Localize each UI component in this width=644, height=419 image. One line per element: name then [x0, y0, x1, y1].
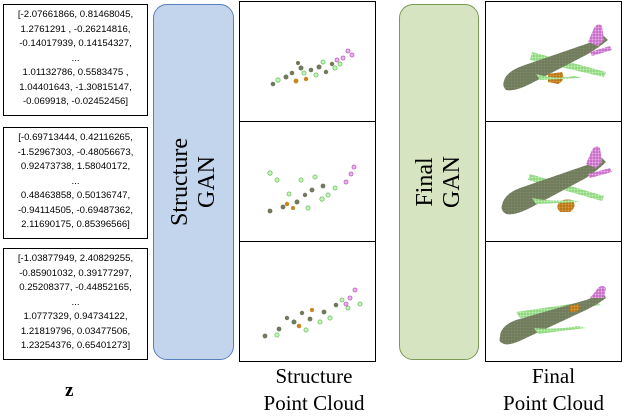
vector-line: -0.14017939, 0.14154327,	[19, 38, 132, 49]
vector-line: -0.94114505, -0.69487362,	[17, 204, 134, 216]
structure-point-cloud-panel	[240, 2, 375, 122]
vector-line: 0.25208377, -0.44852165,	[19, 282, 132, 293]
vector-line: 1.0777329, 0.94734122,	[23, 311, 128, 322]
structure-point-cloud-column	[239, 1, 376, 362]
structure-point-cloud-plot	[267, 164, 357, 214]
vector-line: 1.23254376, 0.65401273]	[20, 340, 131, 351]
caption-line: Final	[531, 364, 576, 388]
structure-gan-label: Structure GAN	[167, 138, 221, 226]
caption-line: Structure	[275, 364, 353, 388]
structure-point-cloud-caption: Structure Point Cloud	[239, 363, 389, 417]
latent-vector-box-1: [-2.07661866, 0.81468045, 1.2761291 , -0…	[3, 4, 148, 116]
vector-line: 2.11690175, 0.85396566]	[21, 219, 130, 230]
gan-label-line: GAN	[193, 156, 220, 209]
final-point-cloud-panel	[486, 2, 621, 122]
final-point-cloud-panel	[486, 241, 621, 362]
airplane-point-cloud-render	[501, 146, 612, 215]
structure-point-cloud-panel	[240, 241, 375, 362]
airplane-point-cloud-render	[503, 24, 612, 91]
structure-gan-block: Structure GAN	[153, 4, 234, 360]
z-label: z	[65, 380, 74, 401]
vector-line: ...	[71, 175, 80, 187]
final-gan-label: Final GAN	[412, 156, 466, 208]
vector-line: -0.85901032, 0.39177297,	[19, 267, 132, 279]
vector-line: 0.92473738, 1.58040172,	[20, 161, 131, 172]
vector-line: 1.01132786, 0.5583475 ,	[22, 67, 129, 78]
vector-line: [-2.07661866, 0.81468045,	[17, 9, 134, 20]
final-gan-block: Final GAN	[399, 4, 479, 360]
gan-label-line: Structure	[166, 138, 193, 226]
vector-line: [-0.69713444, 0.42116265,	[18, 132, 133, 143]
caption-line: Point Cloud	[263, 391, 365, 415]
vector-line: 1.21819796, 0.03477506,	[20, 325, 131, 337]
final-point-cloud-column	[485, 1, 622, 362]
vector-line: -0.069918, -0.02452456]	[22, 96, 129, 107]
caption-line: Point Cloud	[503, 391, 604, 415]
final-point-cloud-caption: Final Point Cloud	[485, 363, 622, 417]
vector-line: 0.48463858, 0.50136747,	[20, 190, 131, 201]
vector-line: ...	[71, 296, 80, 308]
gan-label-line: Final	[412, 157, 438, 207]
airplane-point-cloud-render	[499, 286, 606, 345]
gan-label-line: GAN	[439, 156, 465, 208]
latent-vector-box-2: [-0.69713444, 0.42116265, -1.52967303, -…	[3, 127, 148, 239]
structure-point-cloud-plot	[270, 48, 355, 87]
vector-line: 1.2761291 , -0.26214816,	[20, 23, 131, 35]
structure-point-cloud-panel	[240, 121, 375, 242]
structure-point-cloud-plot	[262, 287, 363, 339]
vector-line: 1.04401643, -1.30815147,	[19, 81, 132, 93]
vector-line: [-1.03877949, 2.40829255,	[17, 253, 134, 264]
vector-line: ...	[71, 52, 80, 64]
final-point-cloud-panel	[486, 121, 621, 242]
vector-line: -1.52967303, -0.48056673,	[17, 146, 134, 158]
latent-vector-box-3: [-1.03877949, 2.40829255, -0.85901032, 0…	[3, 248, 148, 360]
